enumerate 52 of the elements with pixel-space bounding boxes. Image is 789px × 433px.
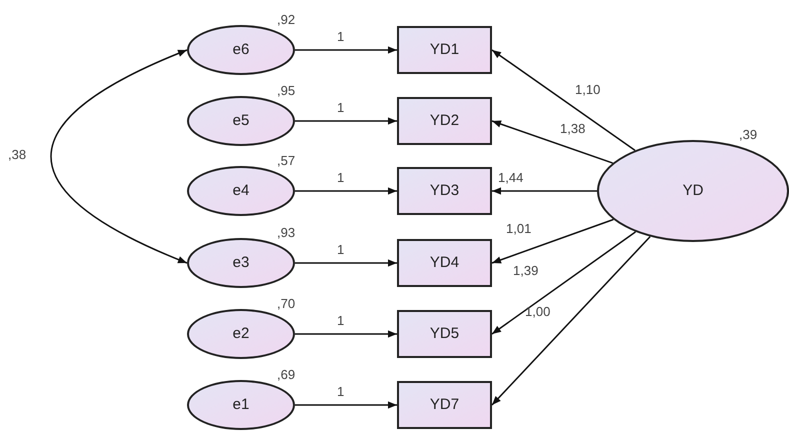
- path-arrow: [295, 117, 397, 125]
- variance-label: ,93: [277, 226, 296, 239]
- node-label: YD1: [430, 40, 460, 60]
- path-arrow: [295, 401, 397, 409]
- edge-label: 1,38: [560, 122, 586, 135]
- edge-label: ,38: [8, 148, 26, 161]
- node-label: e2: [232, 324, 250, 344]
- path-arrow: [295, 46, 397, 54]
- node-label: e4: [232, 180, 250, 201]
- variance-label: ,70: [277, 297, 296, 310]
- observed-variable-box: [397, 310, 492, 358]
- edge-label: 1: [337, 171, 344, 184]
- edge-label: 1,00: [525, 305, 550, 318]
- edge-label: 1: [337, 314, 344, 327]
- edge-label: 1,39: [513, 264, 538, 277]
- observed-variable-box: [397, 167, 492, 215]
- observed-variable-box: [397, 97, 492, 145]
- edge-label: 1: [337, 101, 344, 114]
- path-arrow: [491, 236, 651, 406]
- variance-label: ,69: [277, 368, 296, 381]
- edge-label: 1,10: [575, 83, 600, 96]
- path-arrow: [492, 49, 636, 151]
- variance-label: ,57: [277, 154, 296, 167]
- observed-variable-box: [397, 381, 492, 429]
- edge-label: 1,01: [506, 222, 532, 235]
- node-label: YD5: [430, 324, 460, 344]
- edge-label: 1: [337, 385, 344, 398]
- variance-label: ,92: [277, 13, 296, 26]
- observed-variable-box: [397, 239, 492, 287]
- path-arrow: [492, 120, 613, 164]
- path-arrow: [492, 231, 636, 335]
- observed-variable-box: [397, 26, 492, 74]
- node-label: e1: [232, 394, 250, 415]
- node-label: YD2: [430, 110, 460, 131]
- node-label: YD: [682, 180, 704, 201]
- node-label: e3: [232, 252, 250, 273]
- edge-label: 1: [337, 243, 344, 256]
- path-arrow: [295, 259, 397, 267]
- edge-label: 1: [337, 30, 344, 43]
- variance-label: ,95: [277, 84, 296, 97]
- node-label: YD7: [430, 394, 460, 415]
- node-label: YD3: [430, 180, 460, 201]
- edge-label: 1,44: [498, 171, 524, 184]
- variance-label: ,39: [739, 128, 758, 141]
- node-label: e5: [232, 110, 250, 131]
- covariance-arrow: [50, 49, 188, 264]
- path-arrow: [492, 218, 614, 264]
- path-arrow: [295, 330, 397, 338]
- node-label: YD4: [430, 252, 460, 273]
- path-arrow: [492, 187, 597, 195]
- node-label: e6: [232, 40, 250, 60]
- path-arrow: [295, 187, 397, 195]
